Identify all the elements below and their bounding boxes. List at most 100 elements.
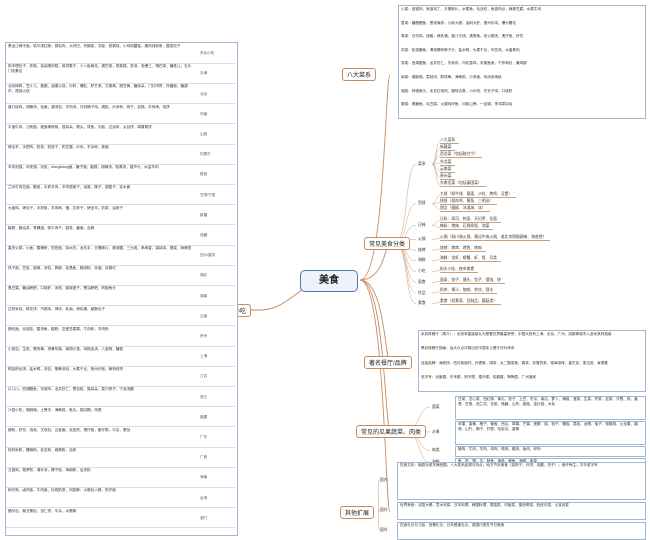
- snack-region: 东北小吃: [200, 51, 215, 56]
- snack-region: 西藏: [200, 232, 208, 237]
- produce-label: 蔬菜: [432, 404, 440, 409]
- snack-divider: [6, 406, 235, 408]
- snack-entry: 肠粉，虾饺，烧卖，叉烧包，云吞面，双皮奶，煲仔饭，艇仔粥，牛杂，蛋挞: [8, 427, 131, 432]
- connector: [431, 291, 441, 294]
- restaurant-entry: 米其林餐厅（简介）：米其林星级被认为是餐饮界最高荣誉，中国大陆有上海、北京、广州…: [421, 332, 612, 336]
- snack-entry: 小笼包，生煎，蟹壳黄，排骨年糕，南翔小笼，鸡鸭血汤，八宝鸭，糖糕: [8, 347, 123, 351]
- category-item: 大餐（如牛排、意面、沙拉、烤鸡、汉堡）: [440, 192, 517, 198]
- root-node[interactable]: 美食: [300, 270, 358, 292]
- snack-divider: [6, 62, 235, 64]
- category-label: 火锅: [418, 237, 426, 241]
- category-label: 西餐: [418, 201, 426, 206]
- snack-divider: [6, 305, 235, 307]
- branch-classify[interactable]: 常见美食分类: [364, 237, 411, 250]
- snack-entry: 道口烧鸡，胡辣汤，烩面，灌汤包，羊肉汤，开封桶子鸡，锅贴，炒凉粉，焖子，血糕，羊…: [8, 104, 170, 109]
- category-label: 海鲜: [418, 258, 426, 263]
- snack-region: 台湾: [200, 495, 208, 500]
- cuisine-entry: 徽菜：臭鳜鱼，毛豆腐，火腿炖甲鱼，问政山笋，一品锅，李鸿章杂烩: [401, 102, 513, 107]
- category-item: 新疆菜: [440, 145, 456, 152]
- category-label: 菜系: [418, 161, 426, 166]
- snack-region: 云南: [200, 313, 208, 318]
- snack-region: 江苏: [200, 374, 208, 379]
- branch-produce[interactable]: 常见的瓜果蔬菜、肉类: [356, 425, 427, 438]
- other-panel: [397, 502, 646, 520]
- other-text: 饮食礼仪与习俗：西餐礼仪、日本餐桌礼仪、各国代表性节日美食: [400, 523, 505, 527]
- snack-divider: [6, 143, 235, 145]
- snack-divider: [6, 426, 235, 428]
- connector: [394, 163, 417, 244]
- branch-other[interactable]: 其他扩展: [340, 506, 375, 519]
- connector: [431, 203, 441, 211]
- produce-label: 肉类: [432, 448, 440, 452]
- snack-region: 内蒙古: [200, 152, 211, 157]
- produce-panel: [455, 396, 646, 420]
- snack-divider: [6, 507, 235, 509]
- snack-divider: [6, 82, 235, 84]
- cuisine-entry: 鲁菜：糖醋鲤鱼，葱烧海参，九转大肠，油焖大虾，德州扒鸡，爆炒腰花: [401, 20, 516, 25]
- snack-entry: 鸭血粉丝汤，盐水鸭，汤包，蟹黄汤包，大煮干丝，扬州炒饭，黄桥烧饼: [8, 367, 123, 372]
- snack-entry: 过桥米线，鲜花饼，汽锅鸡，饵块，乳扇，烤乳猪，破酥包子: [8, 306, 106, 311]
- snack-region: 新疆: [200, 212, 208, 217]
- snack-region: 浙江: [200, 394, 208, 399]
- restaurant-entry: 黑珍珠餐厅指南：由大众点评推出的中国本土餐厅评价体系: [421, 346, 515, 351]
- snack-divider: [6, 486, 235, 488]
- snack-divider: [6, 123, 235, 125]
- snack-divider: [6, 446, 235, 448]
- snack-divider: [6, 244, 235, 246]
- snack-divider: [6, 325, 235, 327]
- snack-entry: 沙县小吃，佛跳墙，土笋冻，海蛎煎，鱼丸，锅边糊，肉燕: [8, 407, 102, 412]
- branch-cuisines[interactable]: 八大菜系: [342, 68, 377, 81]
- snack-region: 陕西: [200, 172, 208, 177]
- category-label: 日韩: [418, 222, 426, 227]
- connector: [431, 302, 441, 304]
- snack-divider: [6, 264, 235, 266]
- category-item: 甜点（蛋糕、冰淇淋、派）: [440, 206, 490, 213]
- category-item: 东北菜: [440, 160, 456, 166]
- snack-entry: 兰州牛肉拉面，酿皮，手抓羊肉，羊肉垫卷子，油香，馓子，甜醅子，浆水面: [8, 185, 131, 190]
- category-item: 面条、饺子、馒头、包子、馄饨、饼: [440, 278, 505, 284]
- snack-entry: 羊肉泡馍，肉夹馍，凉皮，biangbiang面，臊子面，甑糕，胡辣汤，粉蒸肉，葫…: [8, 165, 159, 170]
- snack-entry: 桂林米粉，螺蛳粉，老友粉，卷筒粉，油茶: [8, 448, 77, 452]
- snack-entry: 大盘鸡，烤包子，手抓饭，羊肉串，馕，拉条子，烤全羊，奶茶，油塔子: [8, 205, 123, 210]
- snack-region: 山西: [200, 131, 208, 136]
- connector: [431, 248, 441, 251]
- snack-region: 四川/重庆: [200, 253, 216, 258]
- category-item: 烧烤：烤串、烤鱼、烤肉: [440, 246, 486, 252]
- category-item: 韩料：烤肉、石锅拌饭、泡菜: [440, 224, 494, 231]
- other-label: 国外: [380, 507, 388, 512]
- snack-entry: 片儿川，西湖醋鱼，东坡肉，龙井虾仁，葱包桧，猫耳朵，嘉兴粽子，宁波汤圆: [8, 387, 134, 392]
- branch-restaurants[interactable]: 著名餐厅/品牌: [364, 356, 412, 369]
- category-item: 东南亚菜（包括泰国菜）: [440, 181, 486, 188]
- snack-divider: [6, 204, 235, 206]
- cuisine-entry: 浙菜：西湖醋鱼，龙井虾仁，东坡肉，叫化童鸡，宋嫂鱼羹，干炸响铃，腌笃鲜: [401, 61, 527, 66]
- snack-region: 河南: [200, 111, 208, 116]
- snack-region: 北京: [200, 91, 208, 96]
- cuisine-entry: 粤菜：白切鸡，烧鹅，烤乳猪，蜜汁叉烧，清蒸鱼，老火靓汤，煲仔饭，虾饺: [401, 34, 524, 39]
- restaurants-panel: [418, 330, 646, 392]
- connector: [394, 242, 417, 304]
- cuisine-entry: 苏菜：松鼠鳜鱼，清炖蟹粉狮子头，盐水鸭，大煮干丝，叫花鸡，水晶肴肉: [401, 47, 520, 52]
- snack-divider: [6, 365, 235, 367]
- cuisine-entry: 闽菜：佛跳墙，荔枝肉，醉排骨，海蛎煎，沙茶面，鸡汤汆海蚌: [401, 75, 502, 79]
- produce-panel: [455, 446, 646, 457]
- category-item: 街头小吃、夜市美食: [440, 267, 479, 273]
- snack-entry: 猪扒包，葡式蛋挞，杏仁饼，牛杂，水蟹粥: [8, 508, 77, 513]
- snack-divider: [6, 527, 235, 529]
- snack-region: 澳门: [200, 515, 208, 520]
- snack-entry: 热干面，豆皮，面窝，汤包，鸭脖，武昌鱼，糊汤粉，米酒，欢喜坨: [8, 266, 116, 271]
- snack-entry: 文昌鸡，抱罗粉，清补凉，椰子饭，海南粉，后安粉: [8, 468, 91, 473]
- snack-region: 贵州: [200, 333, 208, 338]
- category-item: 日料：寿司、刺身、天妇罗、拉面: [440, 217, 501, 223]
- snack-entry: 肠旺面，丝娃娃，酸汤鱼，糍粑，恋爱豆腐果，牛肉粉，羊肉粉: [8, 326, 109, 331]
- produce-panel: [455, 421, 646, 445]
- snack-region: 湖南: [200, 293, 208, 298]
- snack-region: 海南: [200, 475, 208, 480]
- snack-region: 福建: [200, 414, 208, 419]
- snack-entry: 黑龙江烤冷面，哈尔滨红肠，锅包肉，大列巴，杀猪菜，冻梨，铁锅炖，小鸡炖蘑菇，猪肉…: [8, 44, 181, 48]
- connector: [431, 270, 441, 272]
- connector: [431, 220, 441, 226]
- snack-entry: 平遥牛肉，刀削面，莜面栲栳栳，猫耳朵，剔尖，拨鱼，头脑，过油肉，太谷饼，闻喜煮饼: [8, 124, 152, 129]
- produce-items: 白菜、空心菜、西红柿、黄瓜、茄子、土豆、冬瓜、南瓜、萝卜、辣椒、菠菜、生菜、芹菜…: [458, 397, 642, 406]
